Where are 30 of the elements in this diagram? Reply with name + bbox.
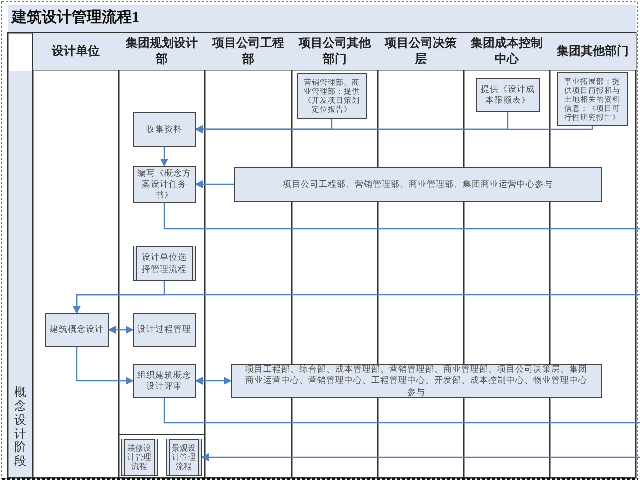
column-header: 项目公司工程部 <box>205 33 292 70</box>
arrow <box>195 180 234 188</box>
arrow <box>201 454 640 462</box>
process-box: 编写《概念方案设计任务书》 <box>133 166 196 203</box>
subprocess-box: 景观设计管理流程 <box>166 439 202 476</box>
participant-box: 项目工程部、综合部、成本管理部、营销管理部、商业管理部、项目公司决策层、集团商业运营中心、营销管理中心、工程管理中心、开发部、成本控制中心、物业管理中心参与 <box>231 364 602 398</box>
arrow <box>160 147 168 167</box>
lane-label: 概念设计阶段 <box>9 71 32 477</box>
process-box: 建筑概念设计 <box>45 313 109 347</box>
process-box: 组织建筑概念设计评审 <box>133 364 196 398</box>
info-box: 提供《设计成本限额表》 <box>476 78 540 112</box>
process-box: 设计过程管理 <box>133 313 196 347</box>
column-header: 项目公司决策层 <box>378 33 464 70</box>
subprocess-box: 装修设计管理流程 <box>121 439 158 476</box>
arrow <box>73 294 640 314</box>
column-header: 集团规划设计部 <box>119 33 205 70</box>
column-header: 集团成本控制中心 <box>464 33 550 70</box>
arrow <box>195 126 594 134</box>
participant-box: 项目公司工程部、营销管理部、商业管理部、集团商业运营中心参与 <box>234 167 602 202</box>
arrow <box>76 347 134 385</box>
connector-line <box>164 398 640 424</box>
arrow <box>195 377 232 385</box>
connector-line <box>164 203 640 230</box>
column-header: 项目公司其他部门 <box>292 33 378 70</box>
arrow <box>108 326 134 334</box>
process-box: 收集资料 <box>133 112 196 147</box>
column-header: 设计单位 <box>33 33 119 70</box>
column-header: 集团其他部门 <box>550 33 636 70</box>
title-bar: 建筑设计管理流程1 <box>8 5 636 32</box>
subprocess-box: 设计单位选择管理流程 <box>133 246 196 281</box>
